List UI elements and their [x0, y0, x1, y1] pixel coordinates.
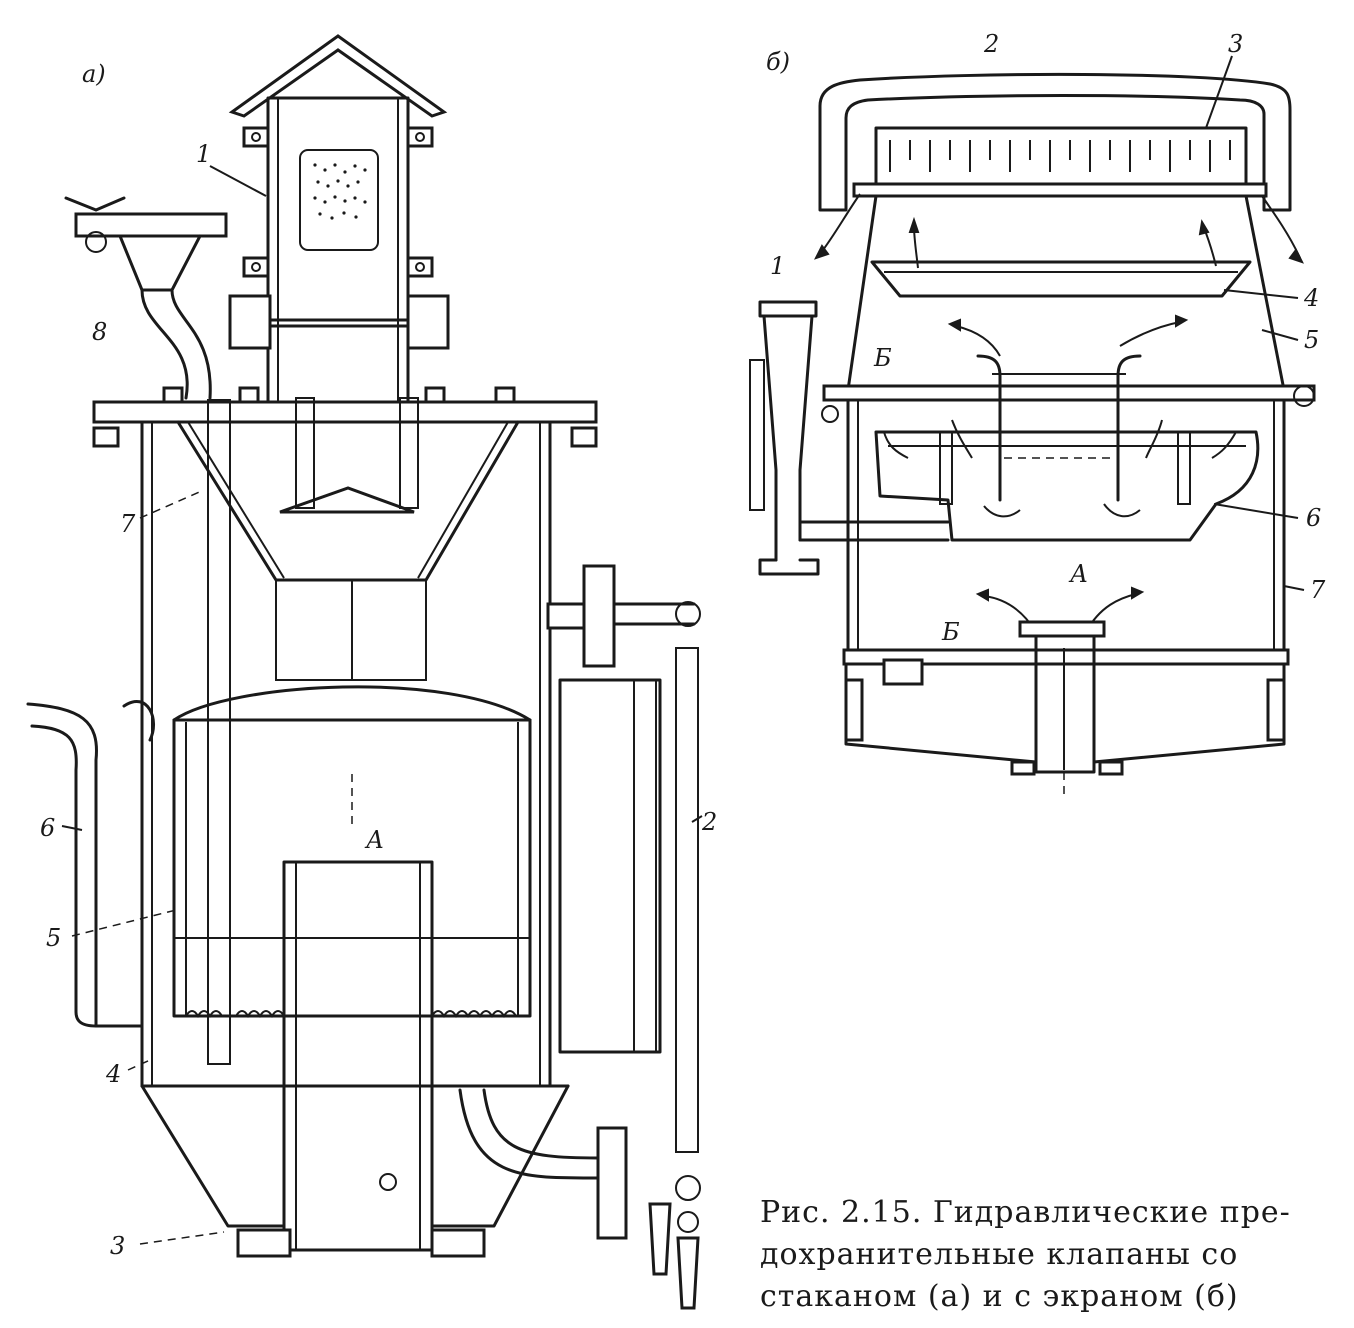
mesh-window [299, 149, 379, 251]
a-label-2: 2 [701, 808, 717, 836]
b-label-5: 5 [1304, 326, 1319, 354]
b-label-B-top: Б [873, 344, 892, 372]
figure-caption: Рис. 2.15. Гидравлические пре- дохраните… [760, 1192, 1340, 1318]
hood-2 [818, 72, 1292, 212]
inlet-pipe-1 [758, 300, 818, 318]
a-label-7: 7 [120, 510, 136, 538]
flow-arrows [814, 193, 1304, 633]
top-flange [92, 400, 598, 424]
b-label-B-bottom: Б [941, 618, 960, 646]
panel-a-label: а) [82, 60, 106, 88]
a-label-A: А [364, 826, 384, 854]
b-label-A: А [1068, 560, 1088, 588]
a-label-5: 5 [46, 924, 61, 952]
filling-funnel-8 [64, 196, 228, 400]
central-cup [282, 860, 434, 1252]
panel-a-drawing: а) [26, 34, 701, 1310]
upper-plate [822, 384, 1316, 402]
mesh-pattern [313, 163, 367, 220]
vessel-body [140, 420, 552, 1088]
screen-ticks [889, 140, 1231, 172]
vent-pipe-1 [266, 96, 410, 422]
b-label-7: 7 [1310, 576, 1326, 604]
caption-line-3: стаканом (а) и с экраном (б) [760, 1279, 1239, 1314]
linkage-frame [558, 678, 662, 1054]
caption-line-2: дохранительные клапаны со [760, 1237, 1239, 1272]
b-label-6: 6 [1306, 504, 1321, 532]
panel-b-drawing: б) [749, 48, 1316, 796]
gauge-rod-2 [675, 647, 699, 1153]
b-label-3: 3 [1228, 30, 1243, 58]
panel-b-label: б) [766, 48, 790, 76]
tank-6 [874, 430, 1260, 542]
a-label-3: 3 [110, 1232, 125, 1260]
siphon-tube-6 [26, 702, 144, 1028]
b-label-2: 2 [983, 30, 999, 58]
roof-cap [228, 34, 448, 118]
caption-line-1: Рис. 2.15. Гидравлические пре- [760, 1195, 1291, 1230]
a-label-4: 4 [105, 1060, 121, 1088]
a-label-6: 6 [40, 814, 55, 842]
a-label-1: 1 [196, 140, 211, 168]
b-label-1: 1 [770, 252, 785, 280]
tray-4 [870, 260, 1252, 298]
b-label-4: 4 [1303, 284, 1319, 312]
a-label-8: 8 [92, 318, 107, 346]
